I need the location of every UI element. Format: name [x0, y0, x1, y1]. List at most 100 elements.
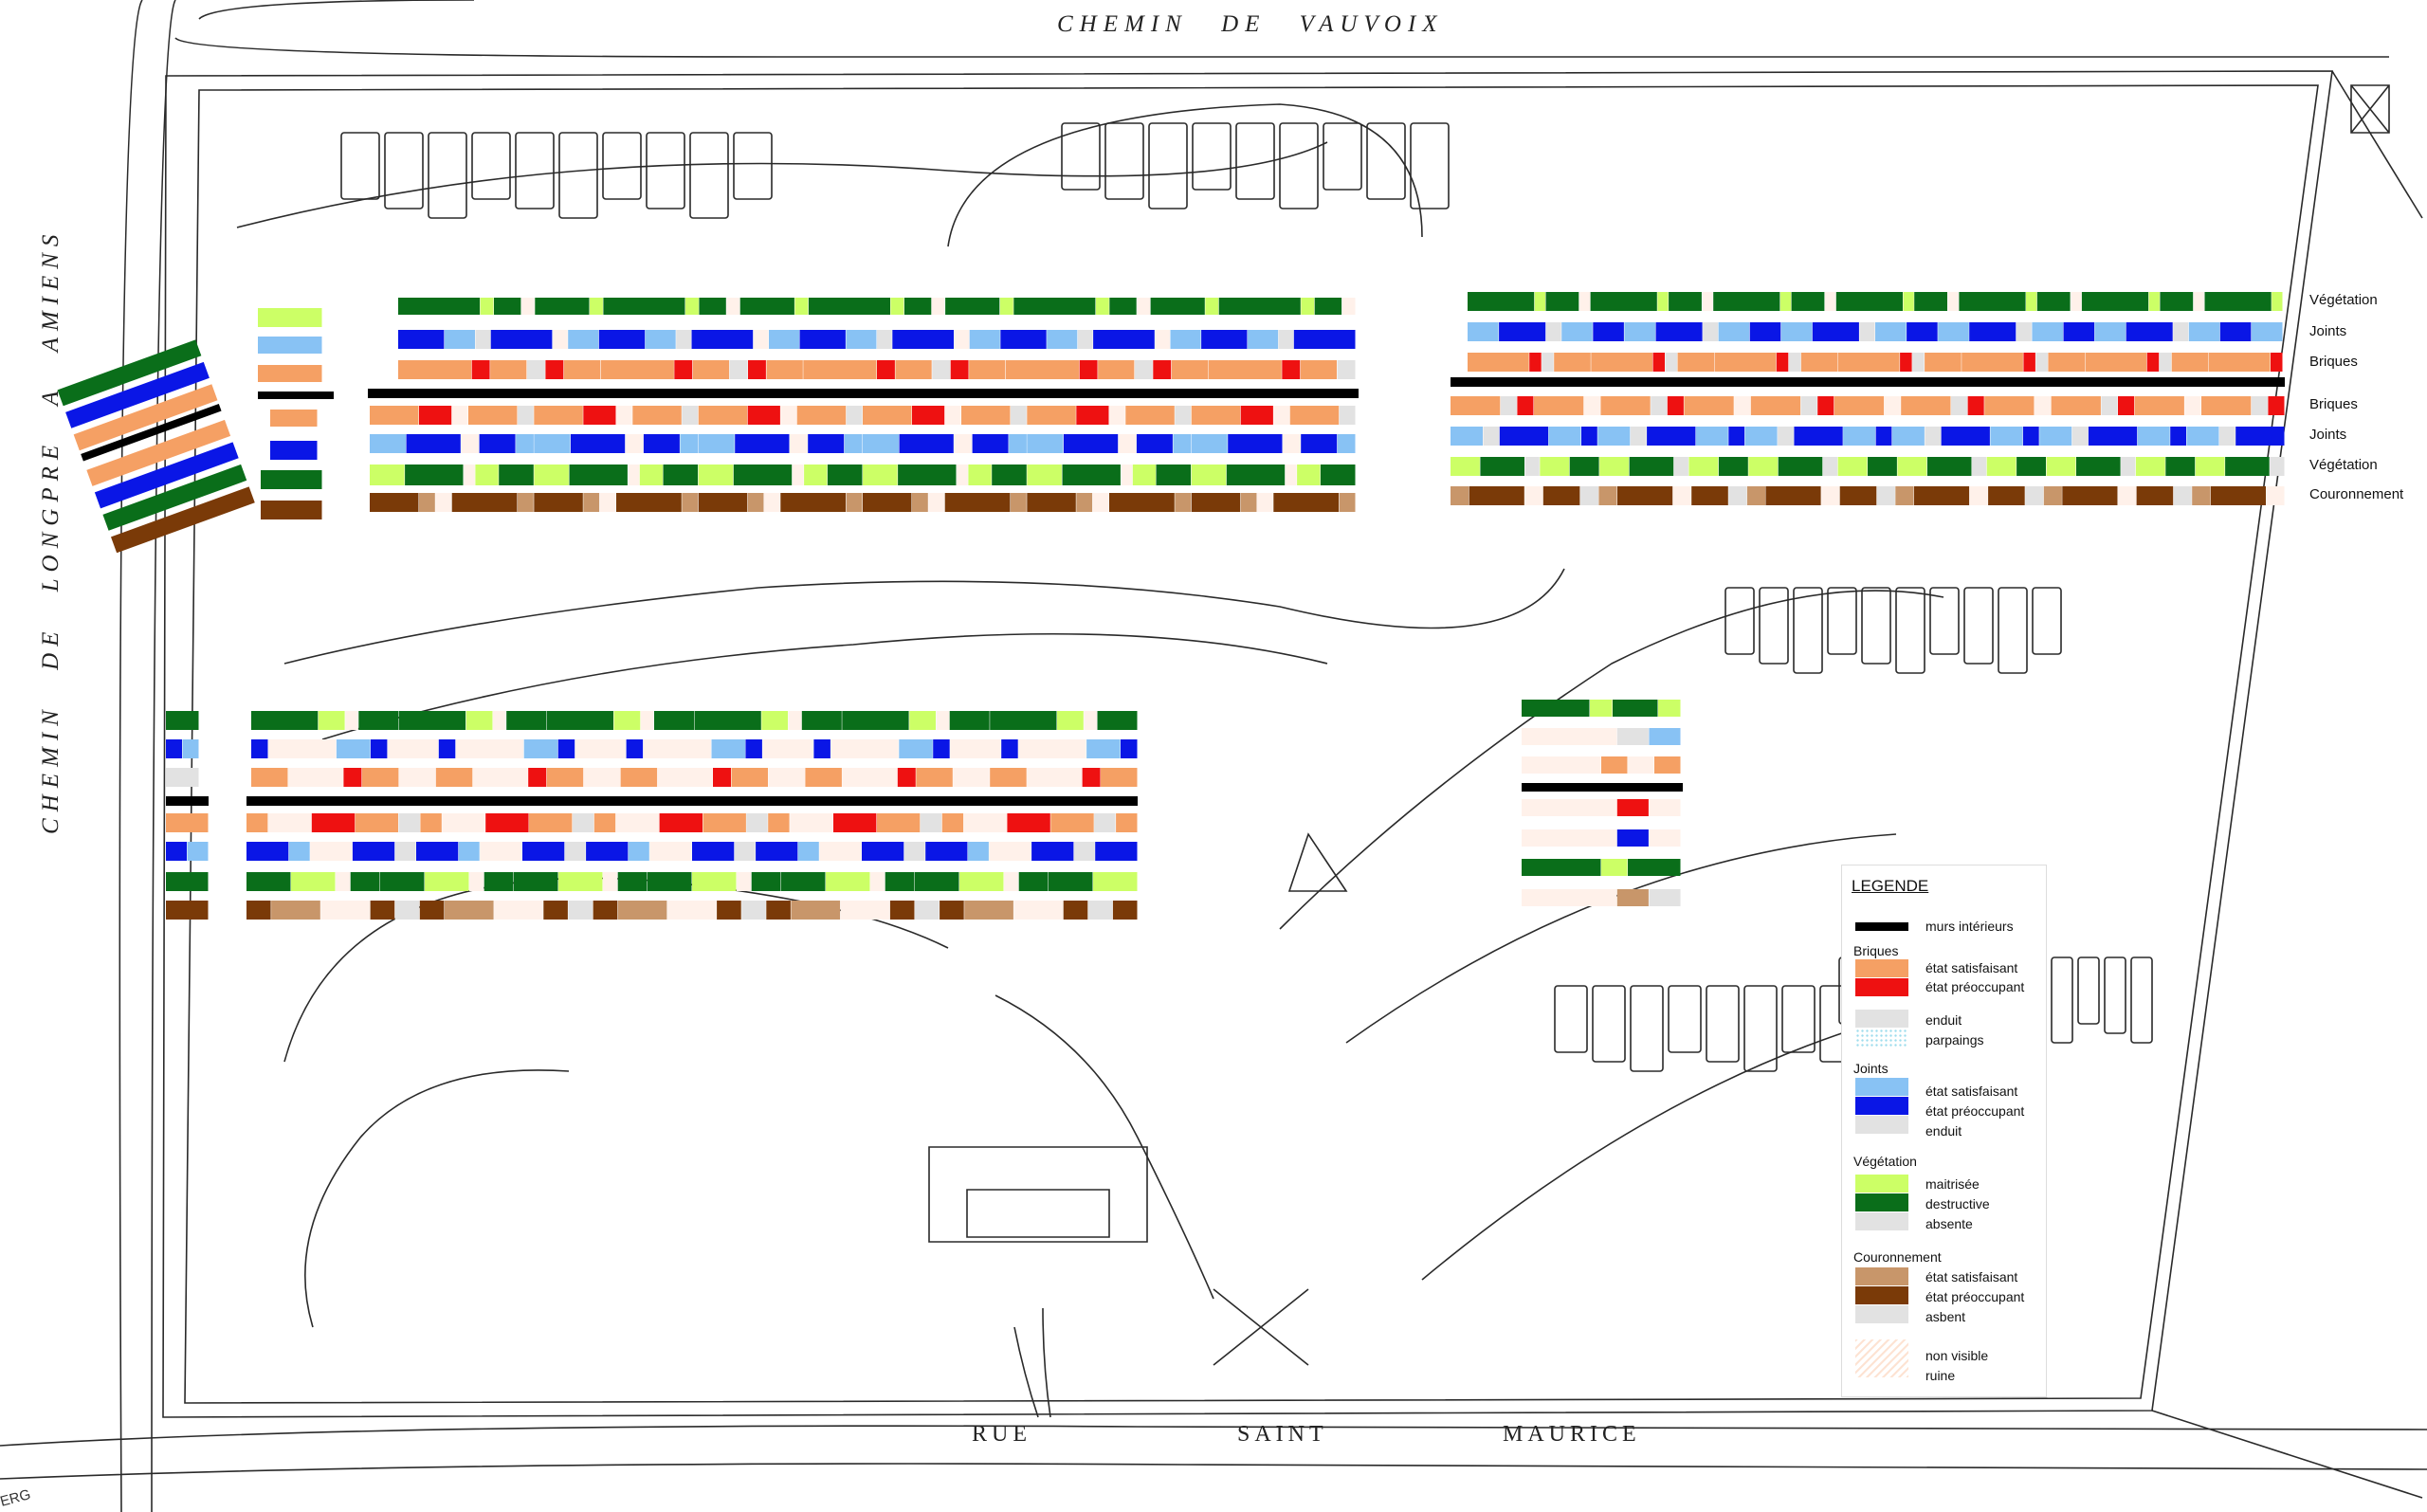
sw-crown-seg-18 [889, 901, 915, 920]
ne-joints-seg-25 [2251, 322, 2283, 341]
sw-bricks-seg-15 [805, 768, 842, 787]
sw-veg-2-seg-2 [336, 872, 351, 891]
nw-joints-2-seg-1 [406, 434, 461, 453]
ne-veg-seg-16 [1959, 292, 2026, 311]
sw-bricks-seg-23 [1101, 768, 1138, 787]
ne-joints-seg-15 [1938, 322, 1969, 341]
nw-joints-seg-23 [1170, 330, 1201, 349]
sw-crown-seg-11 [617, 901, 667, 920]
nw-veg-2-seg-20 [1027, 465, 1062, 485]
sw-bricks-seg-6 [472, 768, 528, 787]
legend-swatch-bricks-ok [1855, 959, 1908, 977]
sw-veg-seg-2 [345, 711, 358, 730]
ne-crown-seg-21 [2062, 486, 2118, 505]
sw-joints-seg-15 [813, 739, 830, 758]
nw-joints-seg-27 [1293, 330, 1356, 349]
ne-veg-seg-24 [2204, 292, 2272, 311]
ne-crown-seg-3 [1542, 486, 1580, 505]
ne-joints-2-seg-21 [2071, 427, 2089, 446]
nw-crown-seg-3 [451, 493, 518, 512]
sw-veg-seg-23 [1097, 711, 1138, 730]
nw-veg-2-seg-16 [898, 465, 957, 485]
west-band-1 [65, 361, 210, 428]
west-band-6 [102, 464, 247, 531]
ce-joints-2-seg-2 [1649, 829, 1681, 847]
nw-joints-seg-14 [877, 330, 892, 349]
nw-joints-2-seg-0 [370, 434, 406, 453]
sw-bricks-2-seg-11 [615, 813, 660, 832]
ne-joints-seg-2 [1545, 322, 1561, 341]
grave-plot-east-8 [1998, 587, 2028, 674]
nw-veg-2-seg-26 [1226, 465, 1286, 485]
sw-joints-seg-1 [268, 739, 337, 758]
nw-veg-2-seg-4 [499, 465, 534, 485]
sw-veg-seg-8 [546, 711, 613, 730]
nw-veg-seg-6 [603, 298, 685, 315]
nw-bricks-2-seg-25 [1191, 406, 1241, 425]
sw-bricks-seg-17 [897, 768, 916, 787]
nw-bricks-seg-10 [748, 360, 766, 379]
sw-joints-seg-0 [251, 739, 268, 758]
ne-veg-2-seg-1 [1480, 457, 1524, 476]
sw-crown-seg-10 [593, 901, 618, 920]
ne-veg-2-seg-9 [1718, 457, 1748, 476]
ne-crown-seg-22 [2118, 486, 2137, 505]
ne-veg-seg-9 [1779, 292, 1792, 311]
sw-joints-2-seg-1 [288, 842, 310, 861]
sw-joints-seg-23 [1121, 739, 1138, 758]
nw-bricks-seg-0 [398, 360, 472, 379]
ne-bricks-2-seg-2 [1517, 396, 1534, 415]
nw-veg-2-seg-18 [968, 465, 992, 485]
ce-veg-2-seg-0 [1522, 859, 1601, 876]
ne-bricks-seg-8 [1714, 353, 1777, 372]
sw-interior-wall [246, 796, 1138, 806]
nw-joints-2-seg-20 [1027, 434, 1064, 453]
legend-swatch-interior-walls [1855, 922, 1908, 931]
nw-bricks-seg-15 [932, 360, 951, 379]
ne-veg-2-seg-17 [1972, 457, 1987, 476]
west-band-2 [73, 384, 218, 451]
ce-veg-2-seg-2 [1628, 859, 1681, 876]
crossing-paths [1213, 1288, 1309, 1366]
sw-bricks-seg-13 [731, 768, 768, 787]
ne-bricks-2-seg-1 [1500, 396, 1517, 415]
nw-small-bricks-2-seg-0 [270, 410, 318, 427]
ce-interior-wall [1522, 783, 1683, 792]
grave-plot-west-2 [428, 132, 467, 219]
legend-swatch-veg-absent [1855, 1212, 1908, 1230]
nw-veg-2-seg-25 [1191, 465, 1227, 485]
nw-joints-seg-3 [490, 330, 553, 349]
ne-veg-2-seg-21 [2076, 457, 2121, 476]
sw-veg-seg-19 [949, 711, 990, 730]
sw-veg-2-seg-14 [737, 872, 752, 891]
nw-bricks-seg-2 [490, 360, 527, 379]
ne-veg-seg-13 [1903, 292, 1914, 311]
nw-bricks-2-seg-0 [370, 406, 419, 425]
sw-crown-seg-8 [543, 901, 568, 920]
nw-veg-2-seg-6 [569, 465, 628, 485]
nw-veg-2-seg-17 [957, 465, 968, 485]
nw-veg-seg-23 [1205, 298, 1219, 315]
nw-joints-seg-1 [444, 330, 475, 349]
ne-veg-2-seg-16 [1926, 457, 1972, 476]
ne-veg-2-seg-2 [1524, 457, 1540, 476]
ne-veg-2-seg-3 [1540, 457, 1570, 476]
legend-swatch-bricks-bad [1855, 978, 1908, 996]
nw-joints-2-seg-13 [808, 434, 845, 453]
legend-label-bricks-blocks: parpaings [1925, 1032, 1984, 1047]
nw-veg-2-seg-27 [1285, 465, 1297, 485]
road-diagonal-south-east [2151, 1410, 2423, 1499]
ne-joints-seg-8 [1718, 322, 1750, 341]
sw-joints-2-seg-16 [797, 842, 819, 861]
sw-joints-2-seg-20 [925, 842, 968, 861]
nw-veg-2-seg-9 [663, 465, 699, 485]
ne-bricks-seg-6 [1665, 353, 1677, 372]
ne-bricks-2-seg-12 [1817, 396, 1834, 415]
ne-crown-seg-17 [1969, 486, 1988, 505]
ne-crown-seg-23 [2136, 486, 2174, 505]
ne-joints-2-seg-18 [1990, 427, 2023, 446]
sw-crown-seg-22 [1013, 901, 1064, 920]
ne-veg-seg-20 [2081, 292, 2149, 311]
sw-bricks-2-seg-22 [1007, 813, 1050, 832]
nw-joints-seg-21 [1093, 330, 1155, 349]
